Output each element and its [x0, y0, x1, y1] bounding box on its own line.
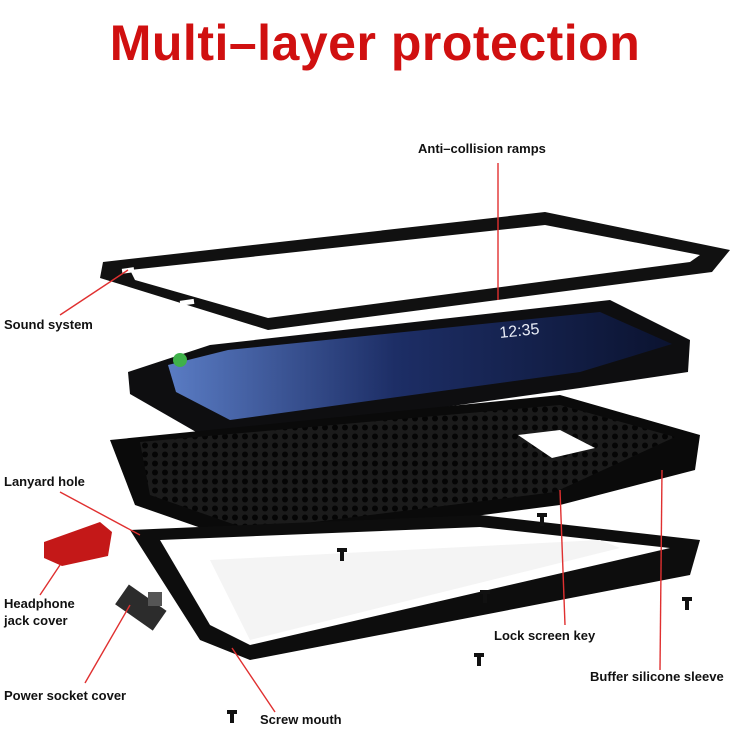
screw-icon [337, 548, 347, 561]
screws [227, 513, 692, 723]
label-buffer-silicone-sleeve: Buffer silicone sleeve [590, 669, 724, 684]
label-anti-collision-ramps: Anti–collision ramps [418, 141, 546, 156]
label-lanyard-hole: Lanyard hole [4, 474, 85, 489]
phone-clock: 12:35 [499, 321, 541, 342]
screw-icon [682, 597, 692, 610]
screw-icon [537, 513, 547, 526]
power-socket-cover-part [115, 584, 167, 631]
honeycomb-inner-case [110, 395, 700, 545]
back-metal-frame [130, 515, 700, 660]
label-lock-screen-key: Lock screen key [494, 628, 596, 643]
page-title: Multi–layer protection [109, 15, 641, 71]
label-sound-system: Sound system [4, 317, 93, 332]
headphone-jack-cover-part [44, 522, 112, 566]
label-power-socket-cover: Power socket cover [4, 688, 127, 703]
leader-screw-mouth [231, 647, 276, 713]
leader-lines [39, 163, 663, 713]
leader-lock-screen [559, 489, 566, 626]
leader-buffer-silicone [659, 469, 663, 671]
screw-icon [474, 653, 484, 666]
leader-sound-system [59, 269, 129, 316]
phone-app-icon [173, 353, 187, 367]
label-screw-mouth: Screw mouth [260, 712, 342, 727]
screw-icon [227, 710, 237, 723]
top-bezel-frame [100, 212, 730, 330]
leader-headphone [39, 564, 61, 596]
leader-lanyard-hole [59, 491, 141, 536]
label-headphone-line2: jack cover [4, 613, 68, 628]
screw-icon [480, 590, 490, 603]
leader-power-socket [84, 604, 131, 684]
smartphone: 12:35 [128, 300, 690, 440]
label-headphone-line1: Headphone [4, 596, 75, 611]
